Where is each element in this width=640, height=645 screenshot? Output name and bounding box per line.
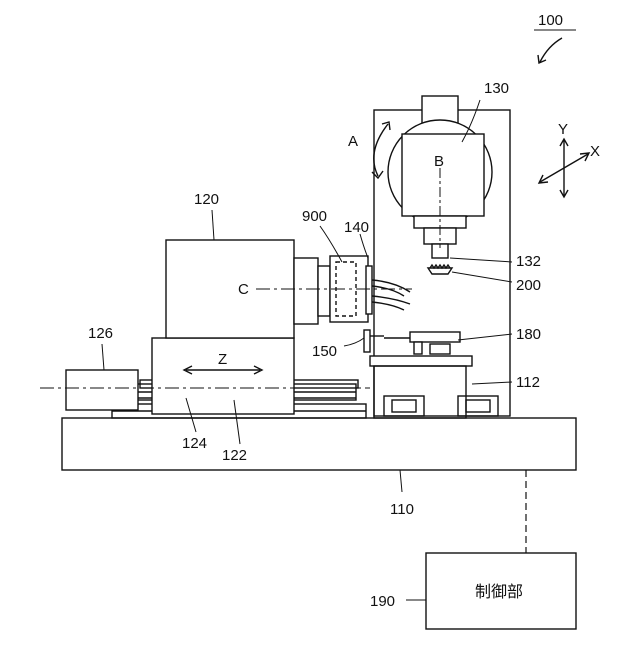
controller-text: 制御部: [475, 582, 523, 601]
rail-slot: [458, 396, 498, 416]
chuck-jaw: [366, 266, 372, 314]
leader-140: [360, 234, 368, 258]
leader-132: [450, 258, 512, 262]
label-150: 150: [312, 343, 337, 360]
leader-200: [452, 272, 512, 282]
label-140: 140: [344, 219, 369, 236]
arrow-x-end-head: [580, 153, 589, 161]
label-120: 120: [194, 191, 219, 208]
label-110: 110: [390, 501, 414, 518]
label-122: 122: [222, 447, 247, 464]
label-200: 200: [516, 277, 541, 294]
label-112: 112: [516, 374, 540, 391]
arrow-x-start-head: [539, 175, 548, 183]
leader-150: [344, 338, 364, 346]
leader-126: [102, 344, 104, 370]
table-legs: [374, 366, 466, 418]
leader-120: [212, 210, 214, 240]
unit-180-block: [430, 344, 450, 354]
label-132: 132: [516, 253, 541, 270]
label-130: 130: [484, 80, 509, 97]
hose-lower-2: [372, 302, 404, 310]
axis-label-a: A: [348, 133, 358, 150]
label-900: 900: [302, 208, 327, 225]
axis-label-z: Z: [218, 351, 227, 368]
axis-label-b: B: [434, 153, 444, 170]
slide-carriage: [152, 338, 294, 414]
spindle-nose: [294, 258, 318, 324]
cylinder-180: [410, 332, 460, 342]
motor-126: [66, 370, 138, 410]
arm-150: [364, 330, 370, 352]
base-110: [62, 418, 576, 470]
tool-200: [428, 268, 452, 274]
leader-110: [400, 470, 402, 492]
spindle-collar: [318, 266, 330, 316]
tool-head-130: [402, 134, 484, 216]
label-126: 126: [88, 325, 113, 342]
rail-inner: [392, 400, 416, 412]
label-180: 180: [516, 326, 541, 343]
hose-upper-2: [372, 286, 404, 296]
pointer-100: [540, 38, 562, 62]
axis-label-c: C: [238, 281, 249, 298]
axis-label-y: Y: [558, 121, 568, 138]
axis-label-x: X: [590, 143, 600, 160]
arrow-a: [374, 124, 388, 176]
label-100: 100: [538, 12, 563, 29]
rail-slot-inner: [466, 400, 490, 412]
label-124: 124: [182, 435, 207, 452]
leader-180: [458, 334, 512, 340]
leader-112: [472, 382, 512, 384]
unit-180-pad: [414, 342, 422, 354]
label-190: 190: [370, 593, 395, 610]
rail-block: [384, 396, 424, 416]
table-112: [370, 356, 472, 366]
